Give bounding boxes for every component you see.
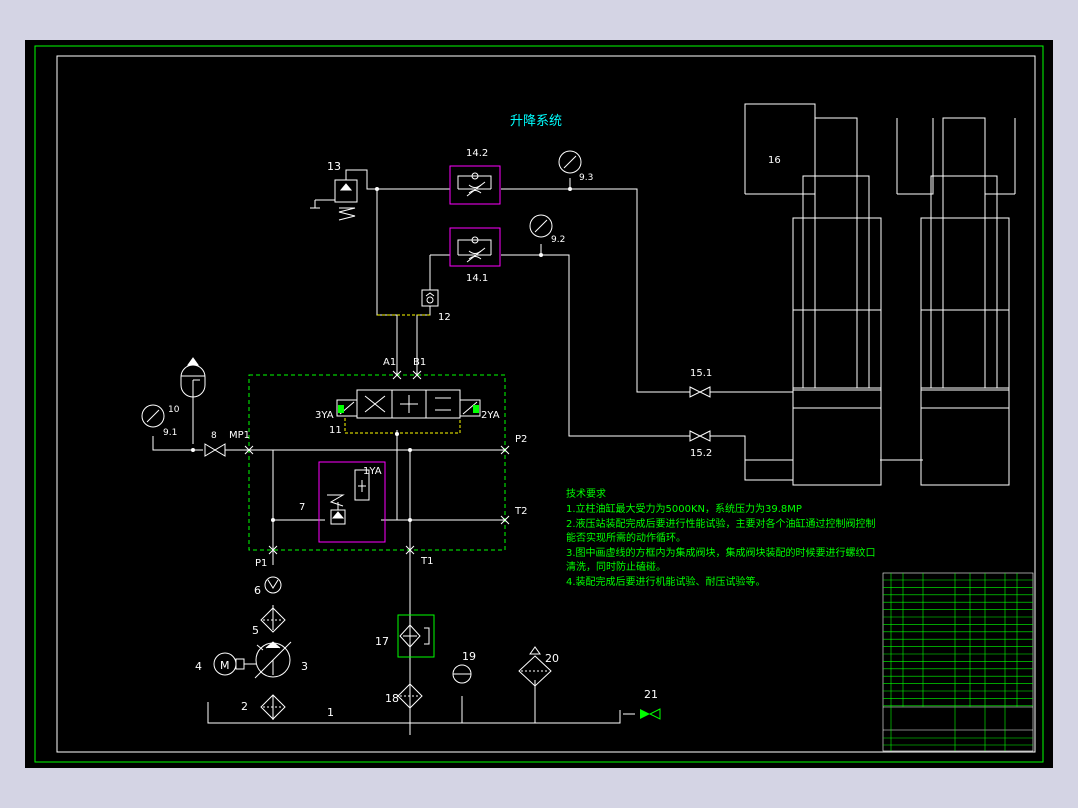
valve-block-outline (248, 374, 506, 551)
valve-8[interactable] (204, 443, 226, 457)
valve11-pilot (344, 418, 461, 434)
motor-4[interactable] (213, 652, 256, 676)
label-10: 10 (168, 405, 180, 415)
inner-frame (56, 55, 1036, 753)
label-16: 16 (768, 155, 781, 166)
label-8: 8 (211, 431, 217, 441)
air-filter-20 (518, 646, 552, 687)
label-3ya: 3YA (315, 410, 334, 421)
cylinder-right (920, 117, 1010, 486)
pressure-gauge-9-1 (141, 404, 165, 428)
junction-dots (191, 187, 572, 522)
cooler-17 (397, 614, 435, 658)
pipe-lines (152, 103, 1016, 735)
label-19: 19 (462, 650, 476, 663)
filter-5 (260, 607, 286, 633)
parts-list-table (882, 572, 1034, 752)
label-a1: A1 (383, 357, 396, 368)
label-6: 6 (254, 584, 261, 597)
label-9-3: 9.3 (579, 173, 593, 183)
label-12: 12 (438, 312, 451, 323)
label-p1: P1 (255, 558, 267, 569)
label-b1: B1 (413, 357, 426, 368)
diagram-title: 升降系统 (510, 114, 562, 129)
hydraulic-schematic: 升降系统 (34, 45, 1044, 763)
outer-frame (34, 45, 1044, 763)
level-gauge-19 (452, 664, 472, 684)
label-11: 11 (329, 425, 342, 436)
label-3: 3 (301, 660, 308, 673)
cylinder-left (792, 117, 882, 486)
notes-line-1: 1.立柱油缸最大受力为5000KN，系统压力为39.8MP (566, 502, 802, 515)
label-7: 7 (299, 502, 305, 513)
valve-15-1[interactable] (689, 386, 711, 398)
label-t1: T1 (420, 556, 433, 567)
label-21: 21 (644, 688, 658, 701)
label-5: 5 (252, 624, 259, 637)
notes-line-6: 4.装配完成后要进行机能试验、耐压试验等。 (566, 575, 766, 588)
port-marks (244, 370, 510, 555)
label-4: 4 (195, 660, 202, 673)
label-15-2: 15.2 (690, 448, 712, 459)
label-14-2: 14.2 (466, 148, 488, 159)
label-15-1: 15.1 (690, 368, 712, 379)
check-valve-6[interactable] (264, 576, 282, 594)
filter-2 (260, 694, 286, 720)
throttle-check-14-2[interactable] (449, 165, 501, 205)
drawing-canvas: 升降系统 (25, 40, 1053, 768)
label-9-2: 9.2 (551, 235, 565, 245)
label-1: 1 (327, 706, 334, 719)
label-1ya: 1YA (363, 466, 382, 477)
notes-line-3: 能否实现所需的动作循环。 (566, 531, 686, 544)
notes-line-5: 清洗，同时防止磕碰。 (566, 560, 666, 573)
label-2: 2 (241, 700, 248, 713)
solenoid-3ya (338, 405, 344, 413)
label-14-1: 14.1 (466, 273, 488, 284)
label-17: 17 (375, 635, 389, 648)
label-2ya: 2YA (481, 410, 500, 421)
pressure-gauge-9-2 (529, 214, 553, 238)
label-18: 18 (385, 692, 399, 705)
pressure-gauge-9-3 (558, 150, 582, 174)
pump-3[interactable] (254, 641, 292, 679)
label-t2: T2 (514, 506, 527, 517)
valve-15-2[interactable] (689, 430, 711, 442)
relief-valve-7[interactable] (318, 461, 386, 543)
solenoid-2ya (473, 405, 479, 413)
label-20: 20 (545, 652, 559, 665)
label-mp1: MP1 (229, 430, 250, 441)
label-13: 13 (327, 160, 341, 173)
filter-18 (397, 683, 423, 709)
label-9-1: 9.1 (163, 428, 177, 438)
notes-line-2: 2.液压站装配完成后要进行性能试验，主要对各个油缸通过控制阀控制 (566, 517, 876, 530)
notes-heading: 技术要求 (566, 487, 606, 500)
label-m: M (220, 659, 230, 672)
accumulator-10 (180, 357, 206, 398)
label-p2: P2 (515, 434, 527, 445)
notes-line-4: 3.图中画虚线的方框内为集成阀块，集成阀块装配的时候要进行螺纹口 (566, 546, 876, 559)
relief-valve-13[interactable] (310, 169, 377, 221)
drain-valve-21[interactable] (640, 708, 661, 720)
throttle-check-14-1[interactable] (449, 227, 501, 267)
directional-valve-11[interactable] (336, 389, 481, 419)
check-valve-12[interactable] (421, 289, 439, 307)
